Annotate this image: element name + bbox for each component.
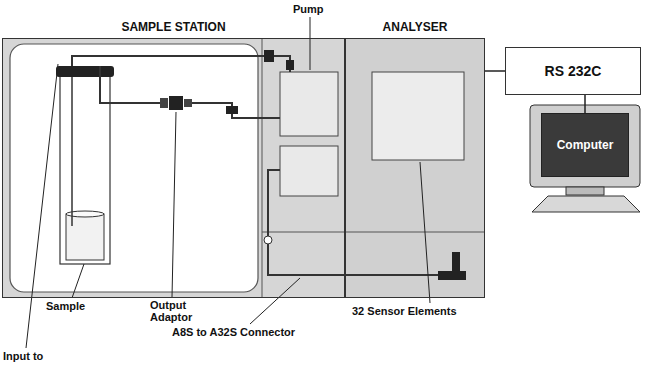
callout-label: Output Adaptor: [150, 299, 202, 323]
valve: [286, 60, 294, 70]
callout-label: 32 Sensor Elements: [352, 305, 457, 317]
station-panel: SAMPLE STATION: [2, 38, 345, 298]
panel-heading: ANALYSER: [346, 20, 484, 34]
callout-label: Sample: [46, 300, 85, 312]
output-tube: [192, 103, 280, 118]
pump-box: [280, 146, 338, 196]
keyboard: [532, 196, 640, 212]
computer-screen: Computer: [541, 113, 629, 177]
callout-text: A8S to A32S Connector: [172, 326, 295, 338]
leader-line: [310, 17, 311, 70]
return-tube: [268, 170, 438, 275]
sample-bottle: [60, 76, 110, 264]
monitor-stand: [566, 187, 604, 195]
cable-line: [584, 95, 586, 113]
callout-text: Sample: [46, 300, 85, 312]
divider: [262, 38, 263, 298]
callout-text: Input to: [3, 350, 43, 362]
sample-chamber: [10, 44, 258, 292]
box-label: RS 232C: [545, 63, 602, 79]
output-tube: [100, 66, 160, 103]
dip-tube: [71, 77, 73, 226]
output-adaptor: [169, 96, 183, 110]
cable-line: [485, 70, 505, 72]
callout-label: Pump: [293, 3, 324, 15]
adaptor-part: [184, 99, 192, 107]
pump-box: [280, 72, 338, 136]
interface-box: RS 232C: [505, 47, 641, 95]
analyser-ground: [345, 38, 485, 298]
analyser-panel: ANALYSER: [345, 38, 485, 298]
sensor-array: [372, 72, 464, 160]
callout-text: Output Adaptor: [150, 299, 192, 323]
leader-line: [72, 264, 84, 298]
connector-post: [452, 252, 460, 274]
panel-heading: SAMPLE STATION: [3, 20, 344, 34]
leader-line: [420, 162, 430, 303]
leader-line: [172, 112, 176, 297]
tube-fitting: [226, 106, 238, 114]
tube-joint: [264, 236, 272, 244]
leader-line: [250, 278, 300, 324]
adaptor-part: [160, 98, 168, 108]
box-label: Computer: [557, 138, 614, 152]
input-tube: [72, 56, 290, 72]
callout-text: 32 Sensor Elements: [352, 305, 457, 317]
callout-text: Pump: [293, 3, 324, 15]
monitor-frame: [530, 105, 640, 187]
bottle-cap: [56, 66, 114, 77]
a8s-connector: [438, 271, 466, 280]
divider: [262, 232, 485, 233]
callout-label: A8S to A32S Connector: [172, 326, 295, 338]
station-ground: [2, 38, 345, 298]
tube-fitting: [264, 50, 274, 62]
callout-label: Input to: [3, 350, 43, 362]
